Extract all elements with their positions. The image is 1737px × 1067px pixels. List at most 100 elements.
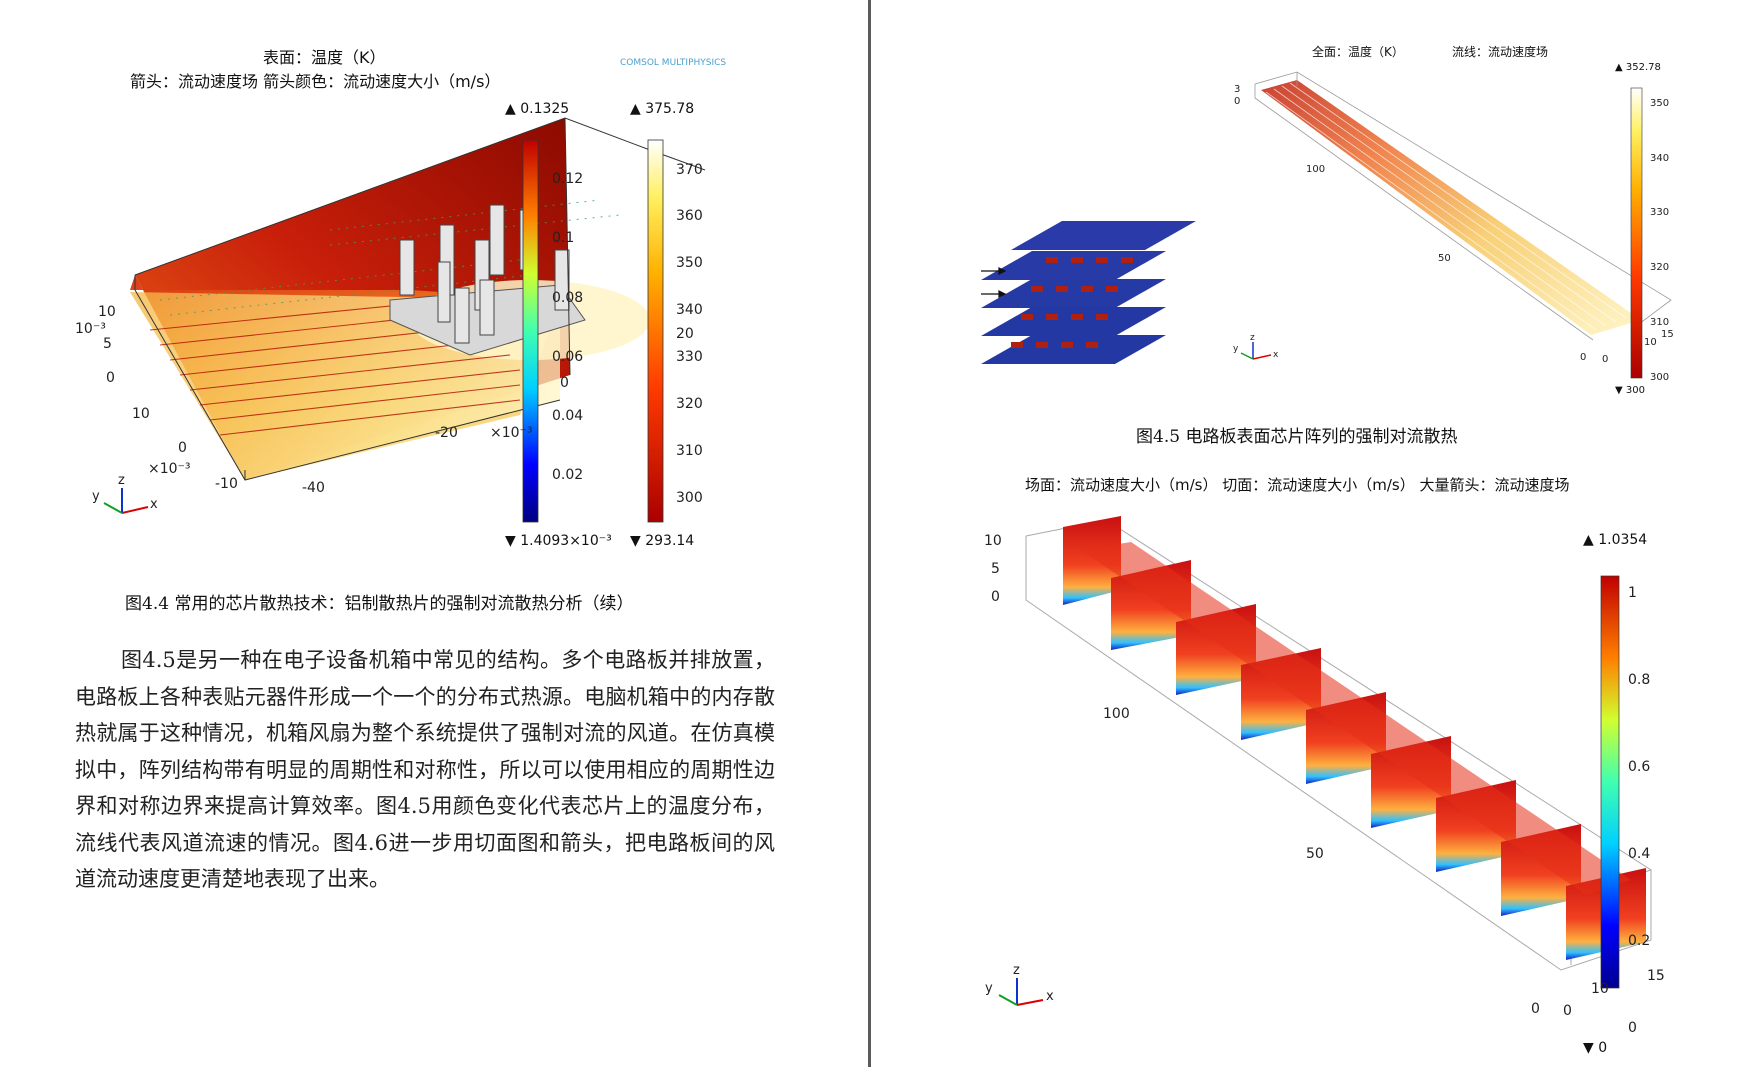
z-tick: 0 — [106, 370, 115, 386]
page-gutter — [868, 0, 871, 1067]
board — [1011, 221, 1196, 250]
fig46-z-tick: 0 — [991, 589, 1000, 605]
fig45-cb-min: ▼ 300 — [1615, 385, 1645, 396]
heat-sink-fins — [399, 204, 570, 344]
fig46-colorbar — [1600, 575, 1620, 989]
paragraph-text: 图4.5是另一种在电子设备机箱中常见的结构。多个电路板并排放置，电路板上各种表贴… — [75, 648, 775, 891]
channel-strip — [1254, 71, 1672, 341]
fig46-z-tick: 5 — [991, 561, 1000, 577]
fig45-title-right: 流线：流动速度场 — [1452, 45, 1549, 59]
y-tick: 10 — [132, 406, 150, 422]
fig45-cb-tick: 350 — [1650, 98, 1669, 109]
left-page: 表面：温度（K） 箭头：流动速度场 箭头颜色：流动速度大小（m/s） COMSO… — [0, 0, 868, 1067]
temp-cb-tick: 320 — [676, 396, 703, 412]
arrow-cb-tick: 0.12 — [552, 171, 583, 187]
fig44-title-line1: 表面：温度（K） — [263, 48, 386, 67]
temp-cb-tick: 310 — [676, 443, 703, 459]
fig45-tick: 15 — [1661, 329, 1674, 340]
fig46-cb-min: ▼ 0 — [1583, 1040, 1607, 1056]
fig46-x-tick: 15 — [1647, 968, 1665, 984]
board — [981, 279, 1166, 308]
fig46-x-tick: 0 — [1563, 1003, 1572, 1019]
x-tick: -20 — [435, 425, 458, 441]
fig44-axis-ticks: 10 10⁻³ 5 0 10 0 ×10⁻³ -10 -20 -40 ×10⁻³… — [75, 304, 694, 496]
chip-array — [1011, 257, 1133, 348]
arrow-cb-tick: 0.06 — [552, 349, 583, 365]
fig45-cb-tick: 310 — [1650, 317, 1669, 328]
fig46-cb-max: ▲ 1.0354 — [1583, 532, 1647, 548]
fig45-cb-max: ▲ 352.78 — [1615, 62, 1661, 73]
fig46-axis-ticks: 10 5 0 100 50 0 0 10 15 — [984, 533, 1665, 1019]
comsol-logo: COMSOL MULTIPHYSICS — [620, 58, 726, 68]
arrow-cb-tick: 0.08 — [552, 290, 583, 306]
fig46-plot: ▲ 1.0354 ▼ 0 1 0.8 0.6 0.4 0.2 0 10 5 0 … — [984, 516, 1665, 1056]
temp-cb-max: ▲ 375.78 — [630, 101, 694, 117]
board — [981, 307, 1166, 336]
flow-arrows-green — [159, 199, 621, 316]
fig46-triad: x y z — [985, 963, 1054, 1006]
fig45-tick: 10 — [1644, 337, 1657, 348]
arrow-cb-tick: 0.1 — [552, 230, 574, 246]
axis-triad: x y z — [92, 473, 158, 514]
triad-y: y — [1233, 344, 1239, 354]
fig45-tick: 100 — [1306, 164, 1325, 175]
fig46-cb-tick: 0 — [1628, 1020, 1637, 1036]
fig46-x-tick: 10 — [1591, 981, 1609, 997]
fig46-cb-tick: 0.6 — [1628, 759, 1650, 775]
y-exp: ×10⁻³ — [148, 461, 191, 477]
fig44-plot: ▲ 0.1325 ▼ 1.4093×10⁻³ ▲ 375.78 ▼ 293.14… — [75, 101, 706, 549]
fig46-cb-tick: 0.8 — [1628, 672, 1650, 688]
triad-z: z — [118, 473, 125, 488]
y-tick: -10 — [215, 476, 238, 492]
temp-cb-tick: 300 — [676, 490, 703, 506]
triad-x: x — [1046, 989, 1054, 1004]
triad-z: z — [1250, 333, 1255, 343]
triad-x: x — [150, 497, 158, 512]
fig45-cb-tick: 300 — [1650, 372, 1669, 383]
fig45-colorbar — [1630, 87, 1643, 379]
temp-cb-ticks: 370 360 350 340 330 320 310 300 — [676, 162, 703, 506]
fig45-axis-ticks: 100 50 0 0 10 15 3 0 — [1234, 84, 1674, 365]
fig46-y-tick: 100 — [1103, 706, 1130, 722]
fig44-caption: 图4.4 常用的芯片散热技术：铝制散热片的强制对流散热分析（续） — [125, 594, 634, 614]
triad-z: z — [1013, 963, 1020, 978]
triad-x: x — [1273, 350, 1279, 360]
fig45-cb-tick: 330 — [1650, 207, 1669, 218]
streamlines — [1265, 82, 1627, 331]
circuit-board-stack — [981, 221, 1196, 364]
fig45-cb-ticks: 350 340 330 320 310 300 — [1650, 98, 1669, 383]
strip-wireframe — [1254, 71, 1672, 341]
slice-plane — [1063, 516, 1121, 605]
z-tick: 10 — [98, 304, 116, 320]
fig46-cb-tick: 0.2 — [1628, 933, 1650, 949]
temp-cb-min: ▼ 293.14 — [630, 533, 694, 549]
fig46-z-tick: 10 — [984, 533, 1002, 549]
fig46-cb-tick: 1 — [1628, 585, 1637, 601]
temp-cb-tick: 330 — [676, 349, 703, 365]
body-paragraph: 图4.5是另一种在电子设备机箱中常见的结构。多个电路板并排放置，电路板上各种表贴… — [75, 642, 775, 898]
fig46-cb-tick: 0.4 — [1628, 846, 1650, 862]
temperature-colorbar — [647, 139, 664, 523]
fig45-tick: 50 — [1438, 253, 1451, 264]
fig45-cb-tick: 320 — [1650, 262, 1669, 273]
fig45-triad: x y z — [1233, 333, 1279, 360]
x-tick: 0 — [560, 375, 569, 391]
arrow-colorbar — [522, 139, 539, 523]
arrow-cb-max: ▲ 0.1325 — [505, 101, 569, 117]
inflow-arrows — [981, 267, 1007, 298]
temp-cb-tick: 350 — [676, 255, 703, 271]
board — [981, 335, 1166, 364]
fig45-plot: ▲ 352.78 ▼ 300 350 340 330 320 310 300 1… — [981, 62, 1674, 396]
fig44-title-line2: 箭头：流动速度场 箭头颜色：流动速度大小（m/s） — [130, 72, 501, 91]
y-tick: 0 — [178, 440, 187, 456]
fig45-caption: 图4.5 电路板表面芯片阵列的强制对流散热 — [1136, 427, 1458, 447]
strip-surface — [1261, 80, 1641, 335]
right-page: 全面：温度（K） 流线：流动速度场 — [871, 0, 1737, 1067]
triad-y: y — [985, 981, 993, 996]
fig45-tick: 0 — [1602, 354, 1608, 365]
x-exp: ×10⁻³ — [490, 425, 533, 441]
fig45-cb-tick: 340 — [1650, 153, 1669, 164]
board — [981, 251, 1166, 280]
comsol-logo-text: COMSOL MULTIPHYSICS — [620, 58, 727, 68]
triad-y: y — [92, 489, 100, 504]
